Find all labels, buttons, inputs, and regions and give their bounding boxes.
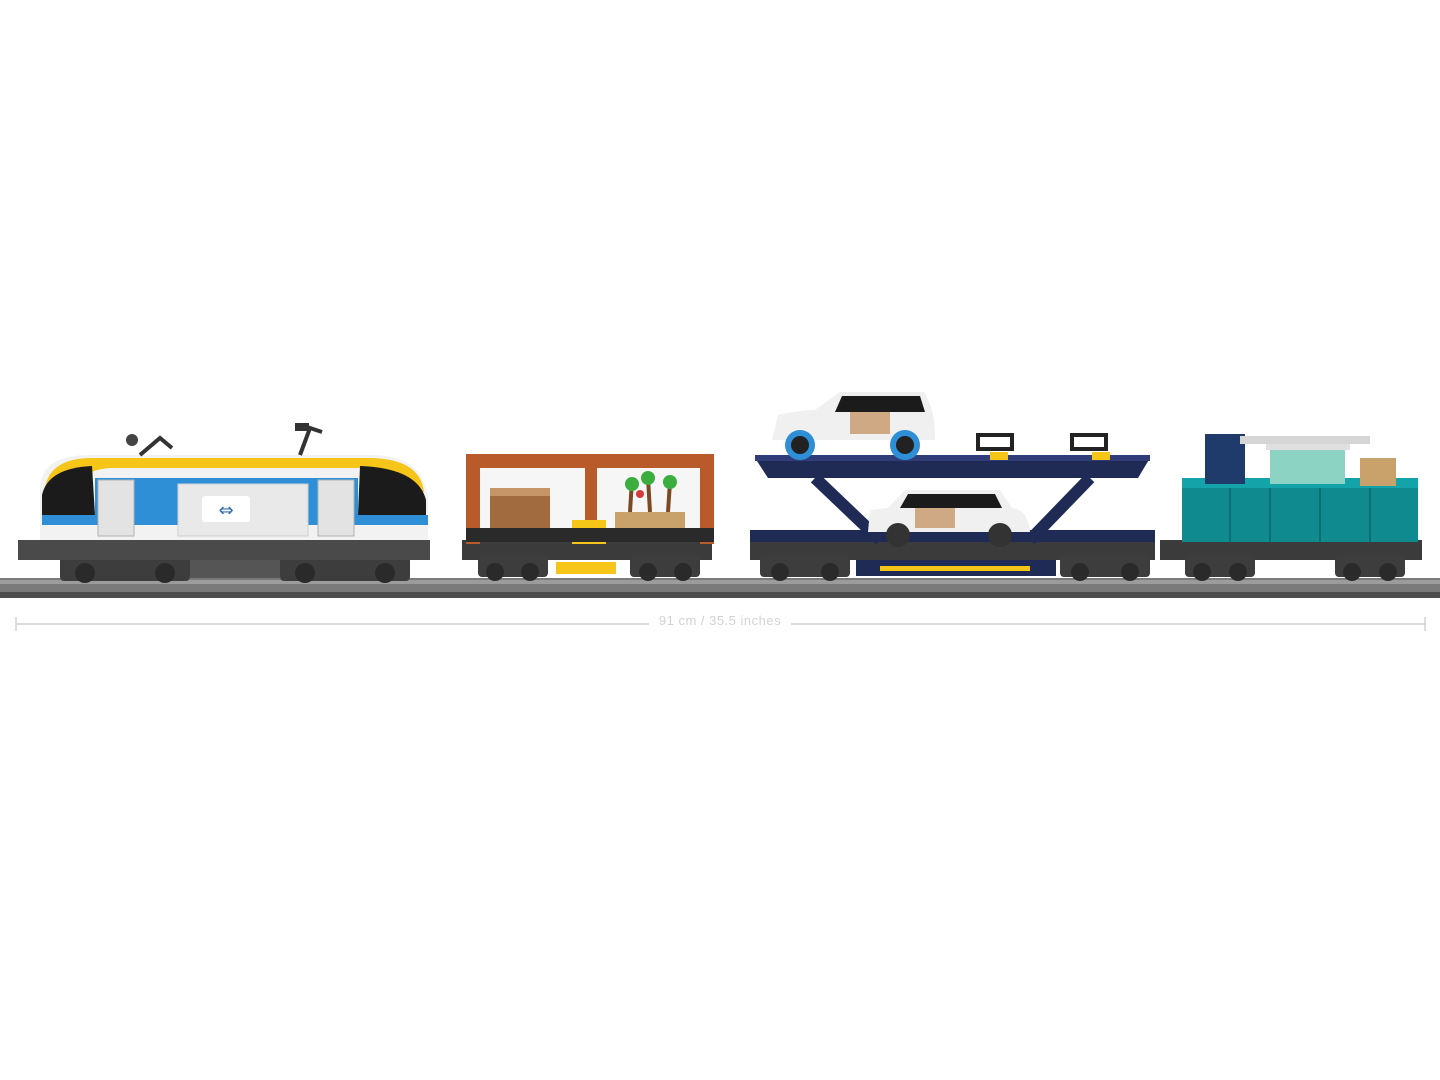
car-carrier: [750, 392, 1155, 581]
lower-car: [868, 490, 1030, 547]
dimension-label: 91 cm / 35.5 inches: [0, 613, 1440, 628]
locomotive: ⇔: [18, 423, 430, 583]
track: [0, 578, 1440, 598]
svg-text:⇔: ⇔: [218, 500, 233, 521]
rail-logo-icon: [202, 496, 250, 522]
open-wagon: [462, 454, 714, 581]
dimension-text: 91 cm / 35.5 inches: [648, 613, 792, 628]
upper-car: [772, 392, 935, 460]
teal-wagon: [1160, 434, 1422, 581]
